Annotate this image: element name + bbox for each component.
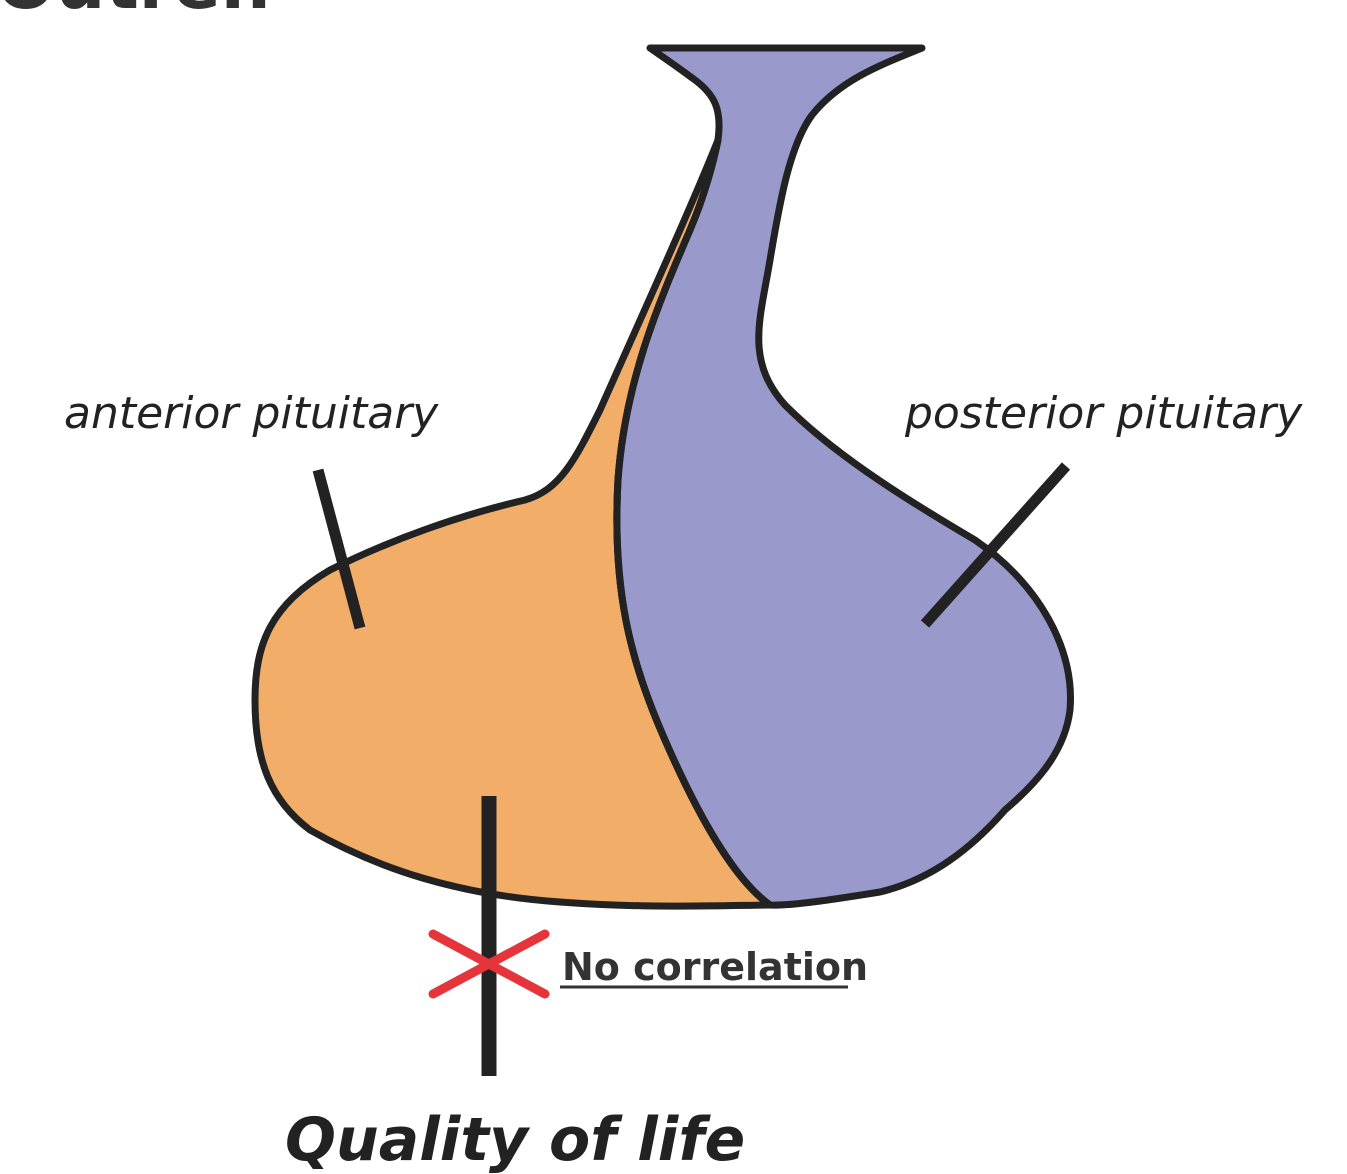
cut-off-heading: Outren bbox=[0, 0, 271, 25]
quality-of-life-label: Quality of life bbox=[285, 1105, 745, 1174]
anterior-pituitary-label: anterior pituitary bbox=[64, 388, 439, 439]
posterior-pituitary-label: posterior pituitary bbox=[904, 388, 1303, 439]
no-correlation-label: No correlation bbox=[562, 945, 868, 989]
